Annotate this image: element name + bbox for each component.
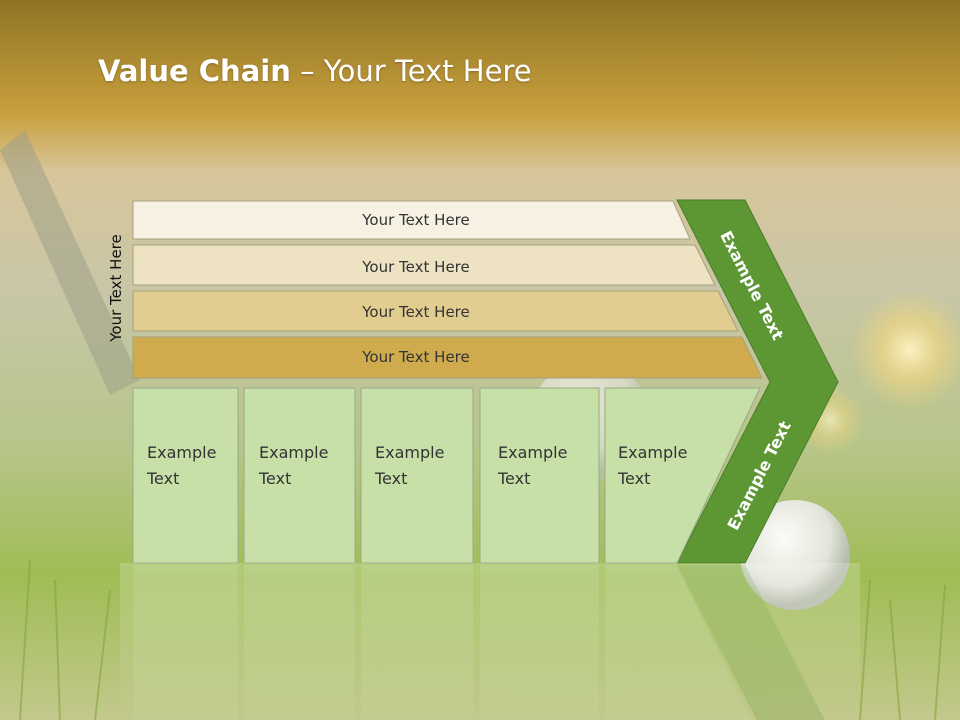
box-line2: Text <box>497 469 530 488</box>
box-line1: Example <box>259 443 328 462</box>
box-line1: Example <box>375 443 444 462</box>
slide-title: Value Chain – Your Text Here <box>98 54 532 88</box>
band-shape <box>132 336 763 379</box>
activity-box-1: Example Text <box>132 387 239 564</box>
band-1: Your Text Here <box>132 200 691 240</box>
band-shape <box>132 244 716 286</box>
box-line1: Example <box>618 443 687 462</box>
activity-box-2: Example Text <box>243 387 356 564</box>
band-label: Your Text Here <box>361 303 469 321</box>
box-line2: Text <box>258 469 291 488</box>
box-line1: Example <box>147 443 216 462</box>
side-label: Your Text Here <box>107 234 125 342</box>
box-shape <box>243 387 356 564</box>
box-shape <box>479 387 600 564</box>
band-label: Your Text Here <box>361 348 469 366</box>
band-3: Your Text Here <box>132 290 739 332</box>
box-line2: Text <box>374 469 407 488</box>
band-2: Your Text Here <box>132 244 716 286</box>
box-line2: Text <box>617 469 650 488</box>
band-label: Your Text Here <box>361 258 469 276</box>
band-label: Your Text Here <box>361 211 469 229</box>
title-rest: – Your Text Here <box>290 54 532 88</box>
box-line1: Example <box>498 443 567 462</box>
reflection-fade <box>120 563 860 720</box>
band-shape <box>132 200 691 240</box>
title-bold: Value Chain <box>98 54 291 88</box>
activity-box-4: Example Text <box>479 387 600 564</box>
activity-box-3: Example Text <box>360 387 474 564</box>
band-shape <box>132 290 739 332</box>
box-shape <box>132 387 239 564</box>
box-shape <box>360 387 474 564</box>
box-line2: Text <box>146 469 179 488</box>
band-4: Your Text Here <box>132 336 763 379</box>
